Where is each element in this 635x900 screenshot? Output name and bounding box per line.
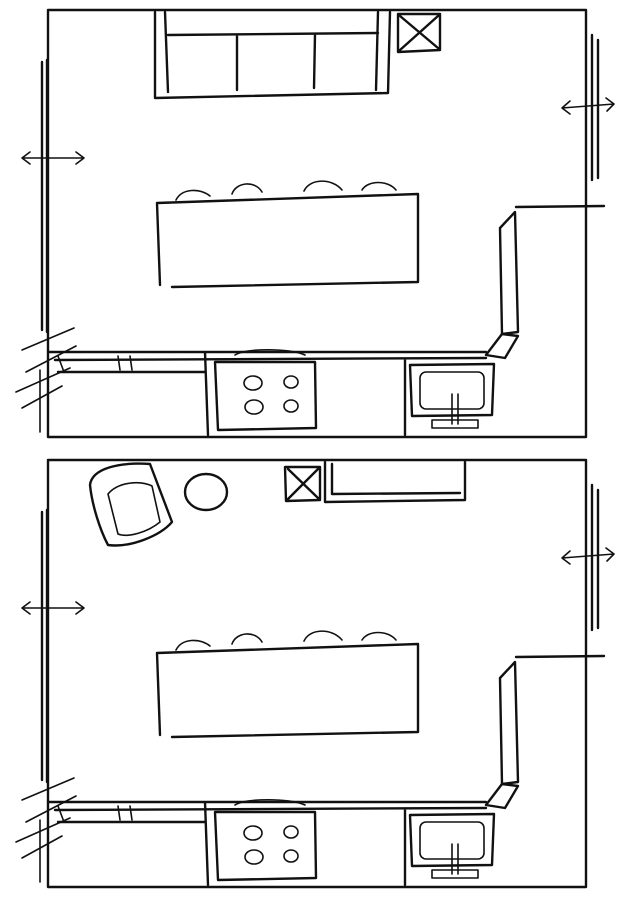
room-plan-2	[14, 458, 616, 889]
box-x	[283, 465, 322, 503]
sofa	[153, 10, 392, 100]
cabinet	[323, 460, 467, 504]
box-x	[396, 12, 442, 54]
room-plan-1	[14, 8, 616, 439]
side-table	[183, 472, 229, 512]
armchair	[88, 462, 174, 547]
room-shell	[14, 458, 616, 889]
